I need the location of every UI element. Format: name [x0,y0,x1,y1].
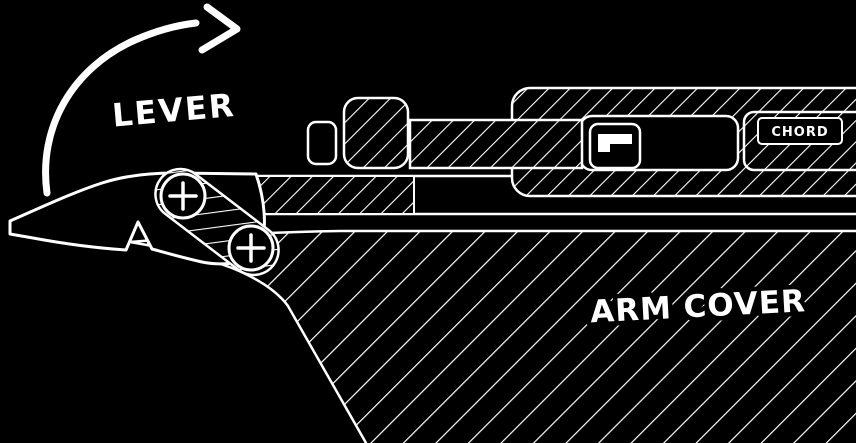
chord-label-box [757,117,843,145]
pivot-cross-icon [236,233,266,263]
arrow-head [198,3,241,54]
cocking-piece [342,96,410,170]
latch-hook [598,134,632,152]
chord-assembly: CHORD [742,110,856,172]
bolt-block [408,118,584,170]
chord-label: CHORD [771,125,828,140]
pivot-upper [159,172,207,220]
pivot-cross-icon [168,181,198,211]
lever-direction-arrow-icon [42,3,241,197]
latch-block [588,122,642,170]
pivot-lower [227,224,275,272]
front-clip [306,120,338,166]
arrow-curve [42,19,200,197]
